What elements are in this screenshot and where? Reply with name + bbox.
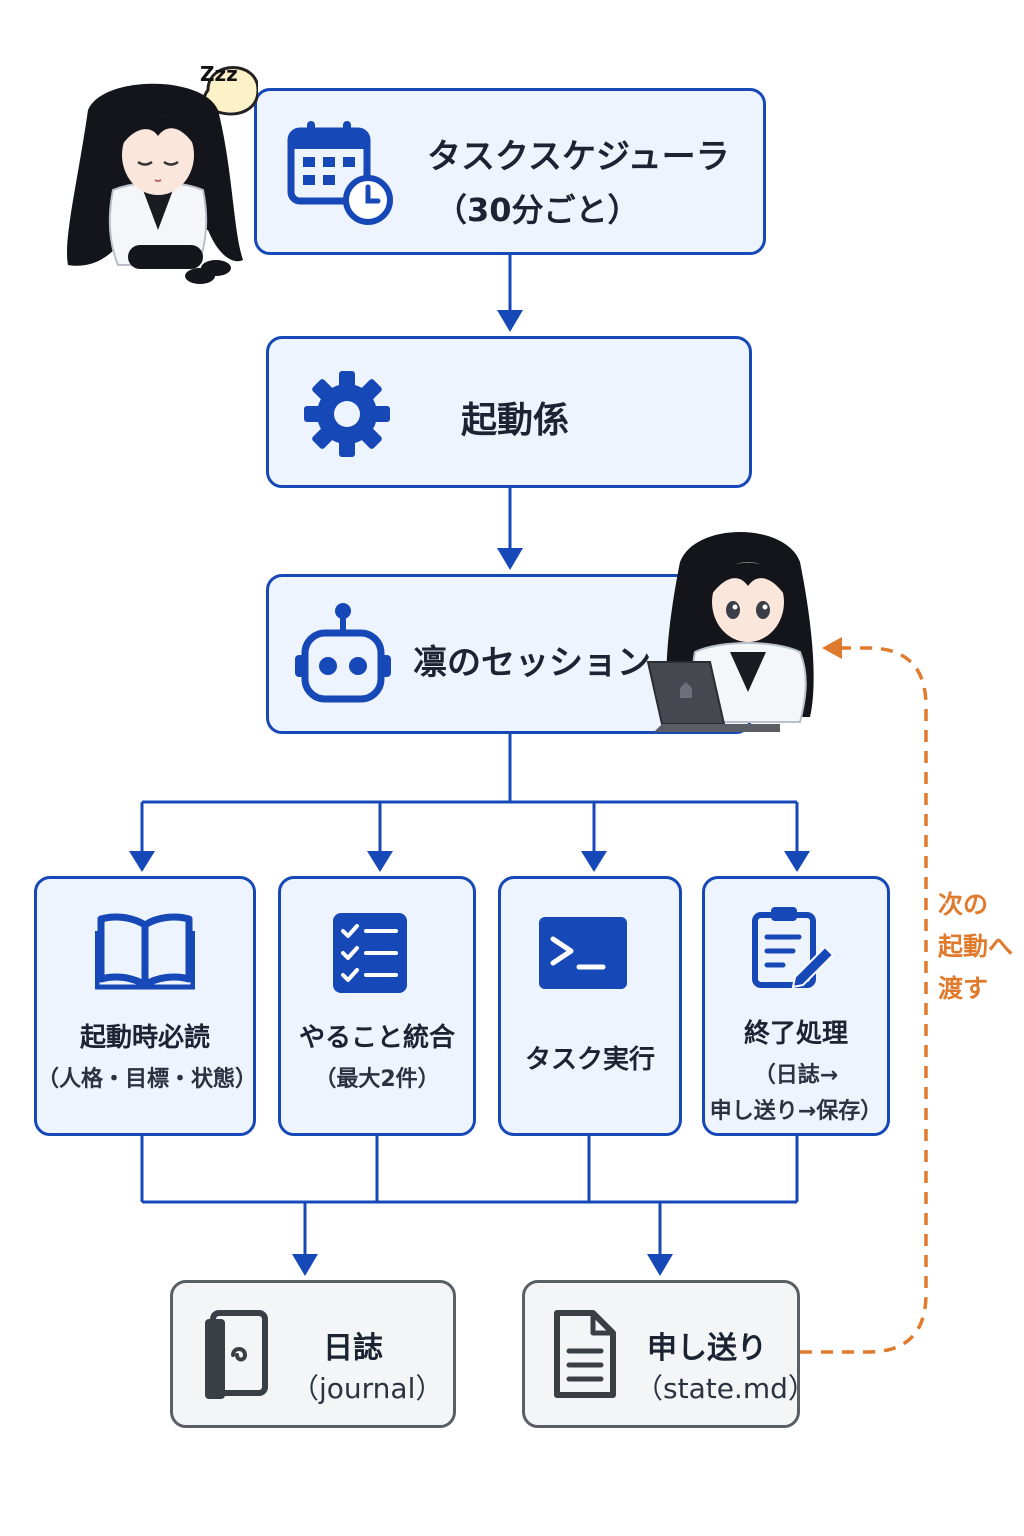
checklist-icon [333, 913, 407, 993]
step-subtitle-line2: 申し送り→保存） [709, 1099, 883, 1124]
launcher-title: 起動係 [461, 400, 570, 441]
step-subtitle: （人格・目標・状態） [37, 1067, 258, 1092]
session-title: 凛のセッション [413, 643, 651, 683]
loop-label: 次の 起動へ 渡す [938, 884, 1013, 1010]
step-node-task-execution: タスク実行 [498, 876, 682, 1136]
notebook-icon [205, 1310, 268, 1399]
loop-label-line3: 渡す [938, 974, 989, 1003]
output-title: 日誌 [323, 1331, 383, 1366]
terminal-icon [539, 917, 627, 989]
loop-dashed-arrow [800, 646, 928, 1354]
scheduler-node: タスクスケジューラ （30分ごと） [254, 88, 766, 255]
scheduler-subtitle: （30分ごと） [435, 191, 640, 229]
loop-label-line1: 次の [938, 890, 989, 919]
sleep-bubble-text: Zzz [200, 62, 238, 86]
output-node-journal: 日誌 （journal） [170, 1280, 456, 1428]
step-node-shutdown: 終了処理 （日誌→ 申し送り→保存） [702, 876, 890, 1136]
step-node-required-reading: 起動時必読 （人格・目標・状態） [34, 876, 258, 1136]
scheduler-title: タスクスケジューラ [427, 137, 730, 177]
step-title: やること統合 [298, 1023, 455, 1053]
step-title: タスク実行 [524, 1045, 655, 1075]
clipboard-pen-icon [752, 907, 835, 989]
laptop-character-illustration [646, 532, 814, 732]
step-title: 終了処理 [743, 1019, 848, 1049]
document-icon [554, 1310, 616, 1398]
step-subtitle-line1: （日誌→ [753, 1063, 839, 1088]
launcher-node: 起動係 [266, 336, 752, 488]
loop-label-line2: 起動へ [938, 932, 1014, 961]
sleeping-character-illustration [67, 66, 258, 284]
step-subtitle: （最大2件） [314, 1067, 440, 1092]
output-node-state: 申し送り （state.md） [522, 1280, 816, 1428]
step-node-todo-merge: やること統合 （最大2件） [278, 876, 476, 1136]
output-title: 申し送り [647, 1331, 767, 1366]
step-title: 起動時必読 [79, 1023, 210, 1053]
output-subtitle: （state.md） [635, 1372, 816, 1405]
robot-icon [295, 603, 391, 703]
gear-icon [304, 371, 390, 457]
calendar-clock-icon [287, 121, 393, 225]
open-book-icon [95, 913, 195, 990]
output-subtitle: （journal） [291, 1372, 444, 1405]
